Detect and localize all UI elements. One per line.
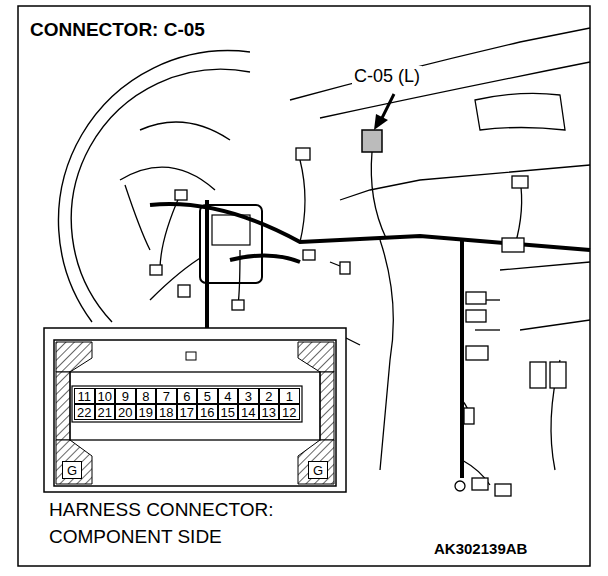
c05-connector — [362, 130, 382, 152]
pin-number: 5 — [204, 390, 211, 403]
pin-cell: 14 — [238, 404, 259, 420]
pin-cell: 15 — [218, 404, 239, 420]
pin-cell: 5 — [197, 388, 218, 404]
pointer-arrow — [381, 94, 394, 120]
pin-number: 6 — [183, 390, 190, 403]
ground-pin-cell: G — [308, 461, 328, 479]
pin-number: 8 — [142, 390, 149, 403]
pin-cell: 16 — [197, 404, 218, 420]
column-switch — [212, 215, 250, 245]
pin-number: 17 — [180, 406, 194, 419]
pin-cell: 18 — [156, 404, 177, 420]
pin-cell: 2 — [259, 388, 280, 404]
pin-cell: 20 — [115, 404, 136, 420]
connector-label: C-05 (L) — [352, 66, 422, 87]
pin-number: 16 — [200, 406, 214, 419]
pin-cell: 8 — [136, 388, 157, 404]
pin-number: 2 — [265, 390, 272, 403]
view-caption: HARNESS CONNECTOR: COMPONENT SIDE — [47, 496, 351, 550]
ground-pin-cell: G — [62, 461, 82, 479]
pin-cell: 6 — [177, 388, 198, 404]
pin-number: 7 — [163, 390, 170, 403]
pin-cell: 13 — [259, 404, 280, 420]
pin-number: 22 — [77, 406, 91, 419]
pin-number: 1 — [286, 390, 293, 403]
pin-number: 4 — [224, 390, 231, 403]
pin-number: 13 — [262, 406, 276, 419]
title: CONNECTOR: C-05 — [30, 19, 205, 41]
figure-code: AK302139AB — [432, 540, 529, 557]
pin-cell: 19 — [136, 404, 157, 420]
pin-number: 12 — [282, 406, 296, 419]
pin-cell: 4 — [218, 388, 239, 404]
pin-cell: 10 — [95, 388, 116, 404]
frame — [18, 6, 590, 566]
pin-number: 3 — [245, 390, 252, 403]
pin-cell: 11 — [74, 388, 95, 404]
pin-cell: 7 — [156, 388, 177, 404]
pin-number: G — [313, 464, 323, 477]
pin-number: G — [67, 464, 77, 477]
pin-number: 11 — [78, 390, 92, 403]
pin-cell: 21 — [95, 404, 116, 420]
pin-number: 14 — [241, 406, 255, 419]
pin-cell: 3 — [238, 388, 259, 404]
pin-number: 20 — [118, 406, 132, 419]
connector-face — [54, 340, 336, 486]
pin-number: 10 — [98, 390, 112, 403]
pin-cell: 1 — [279, 388, 300, 404]
inset-frame — [44, 328, 346, 492]
pin-number: 9 — [122, 390, 129, 403]
pin-cell: 22 — [74, 404, 95, 420]
pin-number: 19 — [139, 406, 153, 419]
pin-cell: 17 — [177, 404, 198, 420]
pin-number: 15 — [221, 406, 235, 419]
pointer-arrowhead — [374, 114, 388, 130]
pin-cell: 9 — [115, 388, 136, 404]
pin-number: 18 — [159, 406, 173, 419]
column-hub — [200, 205, 262, 283]
pin-number: 21 — [98, 406, 112, 419]
pin-cell: 12 — [279, 404, 300, 420]
